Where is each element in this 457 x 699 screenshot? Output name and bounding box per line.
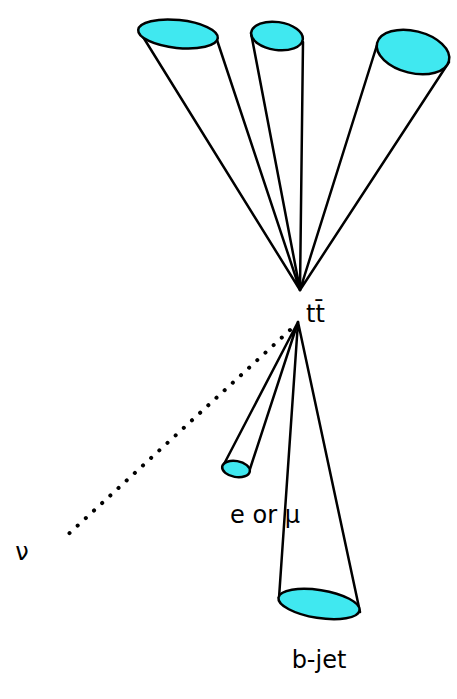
neutrino-label: ν (15, 539, 28, 565)
jet-end (372, 23, 454, 82)
jet-end (137, 16, 219, 52)
b-jet-end (276, 584, 361, 624)
jet-cone (251, 33, 303, 290)
b-jet-label: b-jet (292, 647, 347, 673)
process-label: tt̄ (306, 301, 325, 327)
jet-end (249, 19, 304, 54)
lepton-end (221, 459, 251, 480)
lepton-cone (223, 322, 298, 472)
jet-cone (300, 45, 449, 290)
b-jet-cone (279, 322, 360, 612)
lepton-label: e or μ (230, 502, 300, 528)
